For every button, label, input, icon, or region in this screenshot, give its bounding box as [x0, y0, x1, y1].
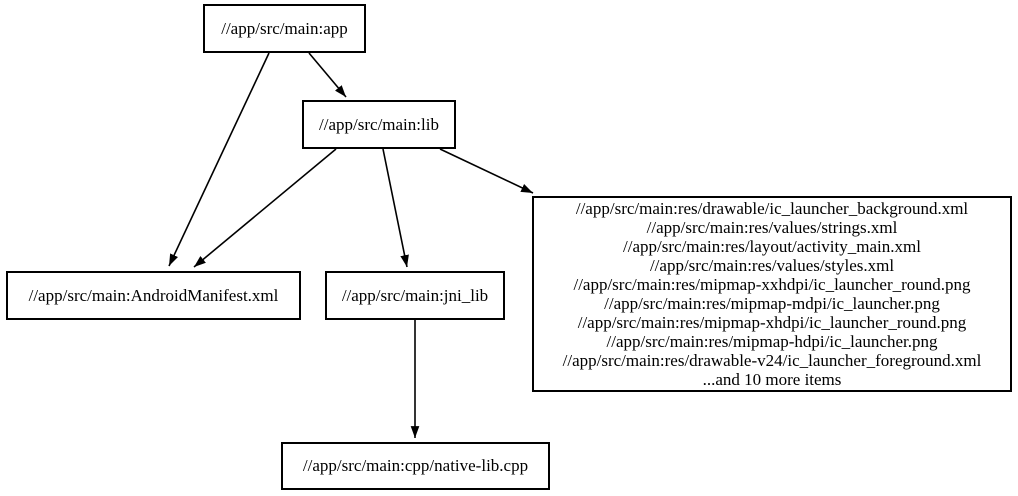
node-android-manifest-label: //app/src/main:AndroidManifest.xml: [28, 285, 279, 305]
edge-app-to-android-manifest: [168, 52, 270, 267]
edge-app-to-lib: [308, 52, 347, 98]
node-android-manifest: //app/src/main:AndroidManifest.xml: [6, 271, 301, 320]
node-lib: //app/src/main:lib: [302, 100, 456, 149]
res-list-line: //app/src/main:res/values/strings.xml: [646, 217, 898, 237]
res-list-line: //app/src/main:res/drawable/ic_launcher_…: [575, 198, 969, 218]
node-jni-lib-label: //app/src/main:jni_lib: [341, 285, 489, 305]
res-list-line: //app/src/main:res/mipmap-mdpi/ic_launch…: [604, 294, 940, 313]
res-list-line: //app/src/main:res/drawable-v24/ic_launc…: [562, 351, 982, 371]
node-lib-label: //app/src/main:lib: [319, 114, 439, 134]
node-res-list: //app/src/main:res/drawable/ic_launcher_…: [532, 196, 1012, 392]
res-list-more-items: ...and 10 more items: [702, 370, 842, 390]
edge-lib-to-jni-lib: [382, 148, 409, 268]
node-jni-lib: //app/src/main:jni_lib: [325, 271, 505, 320]
res-list-line: //app/src/main:res/mipmap-hdpi/ic_launch…: [606, 332, 938, 352]
node-app: //app/src/main:app: [203, 4, 366, 53]
res-list-line: //app/src/main:res/layout/activity_main.…: [623, 236, 921, 256]
edge-lib-to-android-manifest: [193, 148, 337, 268]
edge-lib-to-res-list: [439, 148, 534, 194]
res-list-line: //app/src/main:res/mipmap-xxhdpi/ic_laun…: [573, 274, 971, 294]
node-app-label: //app/src/main:app: [221, 18, 348, 38]
res-list-line: //app/src/main:res/values/styles.xml: [649, 255, 895, 275]
node-native-lib-cpp-label: //app/src/main:cpp/native-lib.cpp: [302, 456, 529, 475]
node-native-lib-cpp: //app/src/main:cpp/native-lib.cpp: [281, 442, 550, 490]
res-list-line: //app/src/main:res/mipmap-xhdpi/ic_launc…: [577, 313, 967, 333]
